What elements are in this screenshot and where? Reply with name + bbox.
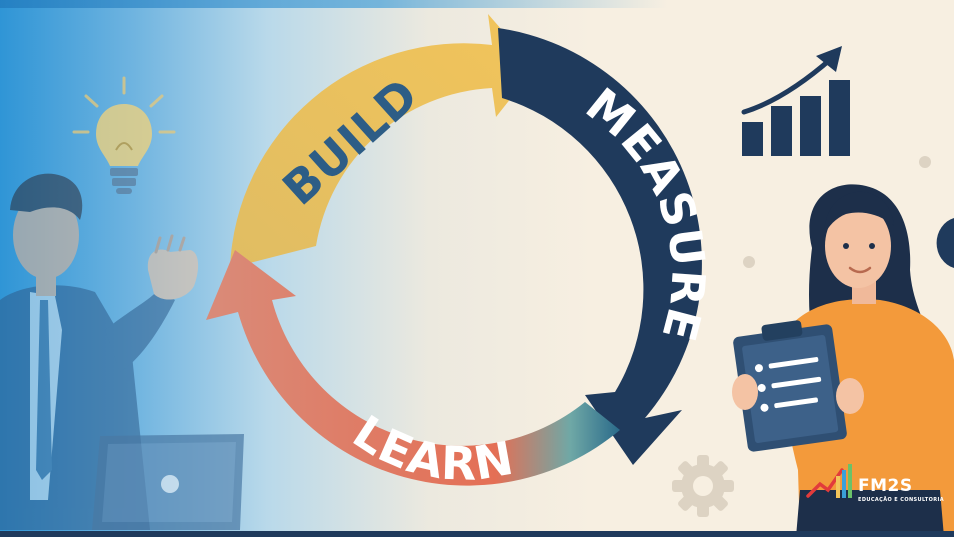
man-illustration — [0, 173, 199, 530]
bottom-strip — [0, 531, 954, 537]
logo-mark-icon — [806, 464, 852, 498]
build-arrow — [230, 14, 535, 268]
bar-chart-icon — [741, 46, 850, 156]
logo-tagline: EDUCAÇÃO E CONSULTORIA — [858, 497, 945, 503]
clipboard-icon — [733, 320, 847, 452]
woman-hands — [732, 374, 864, 414]
learn-label: LEARN — [344, 405, 518, 491]
measure-arrow — [498, 28, 702, 465]
gear-icon — [672, 455, 734, 517]
lightbulb-icon — [72, 76, 176, 194]
fm2s-logo: FM2S EDUCAÇÃO E CONSULTORIA — [806, 462, 946, 512]
top-strip — [0, 0, 954, 8]
decor-dot — [743, 256, 755, 268]
decor-half-circle — [936, 218, 954, 268]
learn-arrow — [206, 250, 620, 486]
laptop-icon — [92, 434, 244, 530]
decor-dot — [919, 156, 931, 168]
logo-name: FM2S — [858, 476, 913, 496]
